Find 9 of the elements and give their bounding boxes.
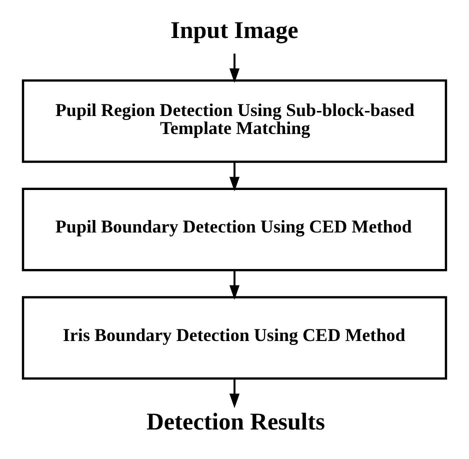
node-box: Iris Boundary Detection Using CED Method — [22, 296, 448, 380]
node-box: Pupil Boundary Detection Using CED Method — [22, 188, 448, 272]
arrow — [229, 54, 240, 83]
arrow — [229, 270, 240, 300]
node-text: Input Image — [170, 18, 298, 44]
node-text: Detection Results — [146, 409, 325, 436]
arrow — [229, 378, 240, 408]
node-box: Pupil Region Detection Using Sub-block-based Template Matching — [22, 79, 448, 163]
arrow — [229, 162, 240, 192]
